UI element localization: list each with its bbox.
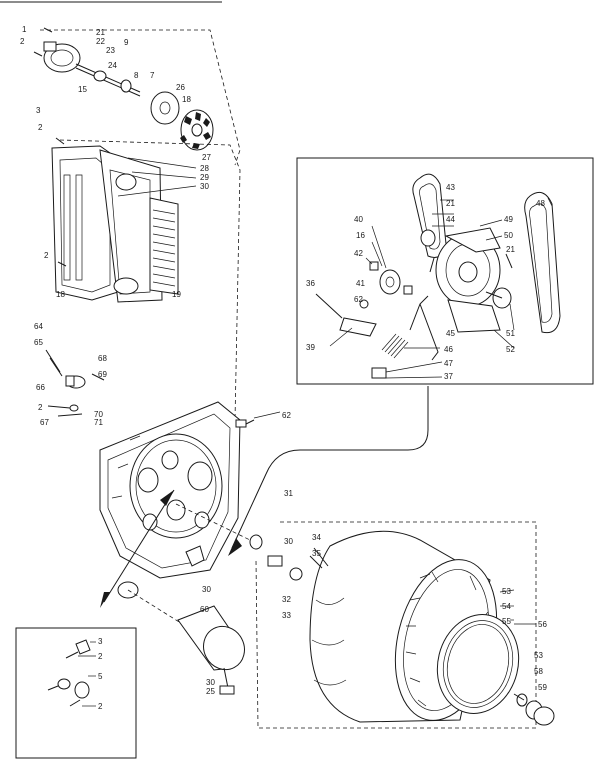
callout-19: 19	[172, 290, 181, 299]
callout-2c: 2	[44, 251, 49, 260]
blower-housing-panel	[51, 137, 241, 421]
pointer-arrow-bulkhead	[100, 489, 175, 608]
callout-30c: 30	[202, 585, 211, 594]
callout-8: 8	[134, 71, 139, 80]
callout-21b: 21	[446, 199, 455, 208]
callout-54: 54	[502, 602, 511, 611]
dryer-drum	[249, 530, 555, 726]
housing-dashed-outline	[59, 139, 241, 421]
hardware-inset-frame	[15, 627, 137, 759]
callout-3b: 3	[98, 637, 103, 646]
callout-48: 48	[536, 199, 545, 208]
heater-cylinder	[177, 605, 245, 695]
hardware-kit	[47, 639, 96, 707]
callout-65: 65	[34, 338, 43, 347]
callout-60: 60	[200, 605, 209, 614]
callout-3: 3	[36, 106, 41, 115]
callout-35: 35	[312, 549, 321, 558]
callout-24: 24	[108, 61, 117, 70]
callout-70: 70	[94, 410, 103, 419]
callout-18: 18	[182, 95, 191, 104]
callout-27: 27	[202, 153, 211, 162]
lint-screen	[149, 197, 179, 295]
callout-30b: 30	[284, 537, 293, 546]
callout-37: 37	[444, 372, 453, 381]
callout-64: 64	[34, 322, 43, 331]
rear-bulkhead	[99, 401, 251, 641]
callout-21: 21	[96, 28, 105, 37]
callout-39: 39	[306, 343, 315, 352]
callout-62b: 62	[354, 295, 363, 304]
screw-62	[235, 411, 281, 428]
callout-25: 25	[206, 687, 215, 696]
callout-18b: 18	[56, 290, 65, 299]
callout-47: 47	[444, 359, 453, 368]
callout-9: 9	[124, 38, 129, 47]
callout-49: 49	[504, 215, 513, 224]
callout-43: 43	[446, 183, 455, 192]
callout-50: 50	[504, 231, 513, 240]
callout-labels: 1 21 22 23 2 9 24 8 7 15 26 18 27 3 2 28…	[20, 25, 547, 711]
callout-29: 29	[200, 173, 209, 182]
callout-59: 59	[538, 683, 547, 692]
callout-21c: 21	[506, 245, 515, 254]
callout-2e: 2	[98, 652, 103, 661]
callout-28: 28	[200, 164, 209, 173]
callout-51: 51	[506, 329, 515, 338]
callout-41: 41	[356, 279, 365, 288]
callout-62: 62	[282, 411, 291, 420]
callout-34: 34	[312, 533, 321, 542]
motor-assembly	[315, 173, 561, 379]
callout-26: 26	[176, 83, 185, 92]
callout-33: 33	[282, 611, 291, 620]
callout-2b: 2	[38, 123, 43, 132]
callout-32: 32	[282, 595, 291, 604]
callout-71: 71	[94, 418, 103, 427]
callout-44: 44	[446, 215, 455, 224]
callout-2f: 2	[98, 702, 103, 711]
thermostat-assembly	[45, 349, 105, 417]
callout-2d: 2	[38, 403, 43, 412]
callout-58: 58	[534, 667, 543, 676]
callout-2: 2	[20, 37, 25, 46]
callout-45: 45	[446, 329, 455, 338]
callout-67: 67	[40, 418, 49, 427]
motor-inset-frame	[296, 157, 594, 385]
callout-42: 42	[354, 249, 363, 258]
callout-15: 15	[78, 85, 87, 94]
blower-wheel	[180, 109, 214, 151]
callout-40: 40	[354, 215, 363, 224]
blower-dashed-outline	[40, 29, 241, 166]
callout-46: 46	[444, 345, 453, 354]
callout-36: 36	[306, 279, 315, 288]
blower-assembly	[33, 27, 241, 166]
callout-31: 31	[284, 489, 293, 498]
callout-30d: 30	[206, 678, 215, 687]
callout-16: 16	[356, 231, 365, 240]
callout-5: 5	[98, 672, 103, 681]
callout-66: 66	[36, 383, 45, 392]
callout-69: 69	[98, 370, 107, 379]
callout-1: 1	[22, 25, 27, 34]
drum-dashed-outline	[255, 521, 537, 729]
callout-55: 55	[502, 617, 511, 626]
callout-56: 56	[538, 620, 547, 629]
callout-23: 23	[106, 46, 115, 55]
callout-30: 30	[200, 182, 209, 191]
callout-53: 53	[502, 587, 511, 596]
callout-68: 68	[98, 354, 107, 363]
pointer-arrow-inset	[228, 386, 429, 556]
callout-52: 52	[506, 345, 515, 354]
callout-22: 22	[96, 37, 105, 46]
callout-7: 7	[150, 71, 155, 80]
callout-53b: 53	[534, 651, 543, 660]
